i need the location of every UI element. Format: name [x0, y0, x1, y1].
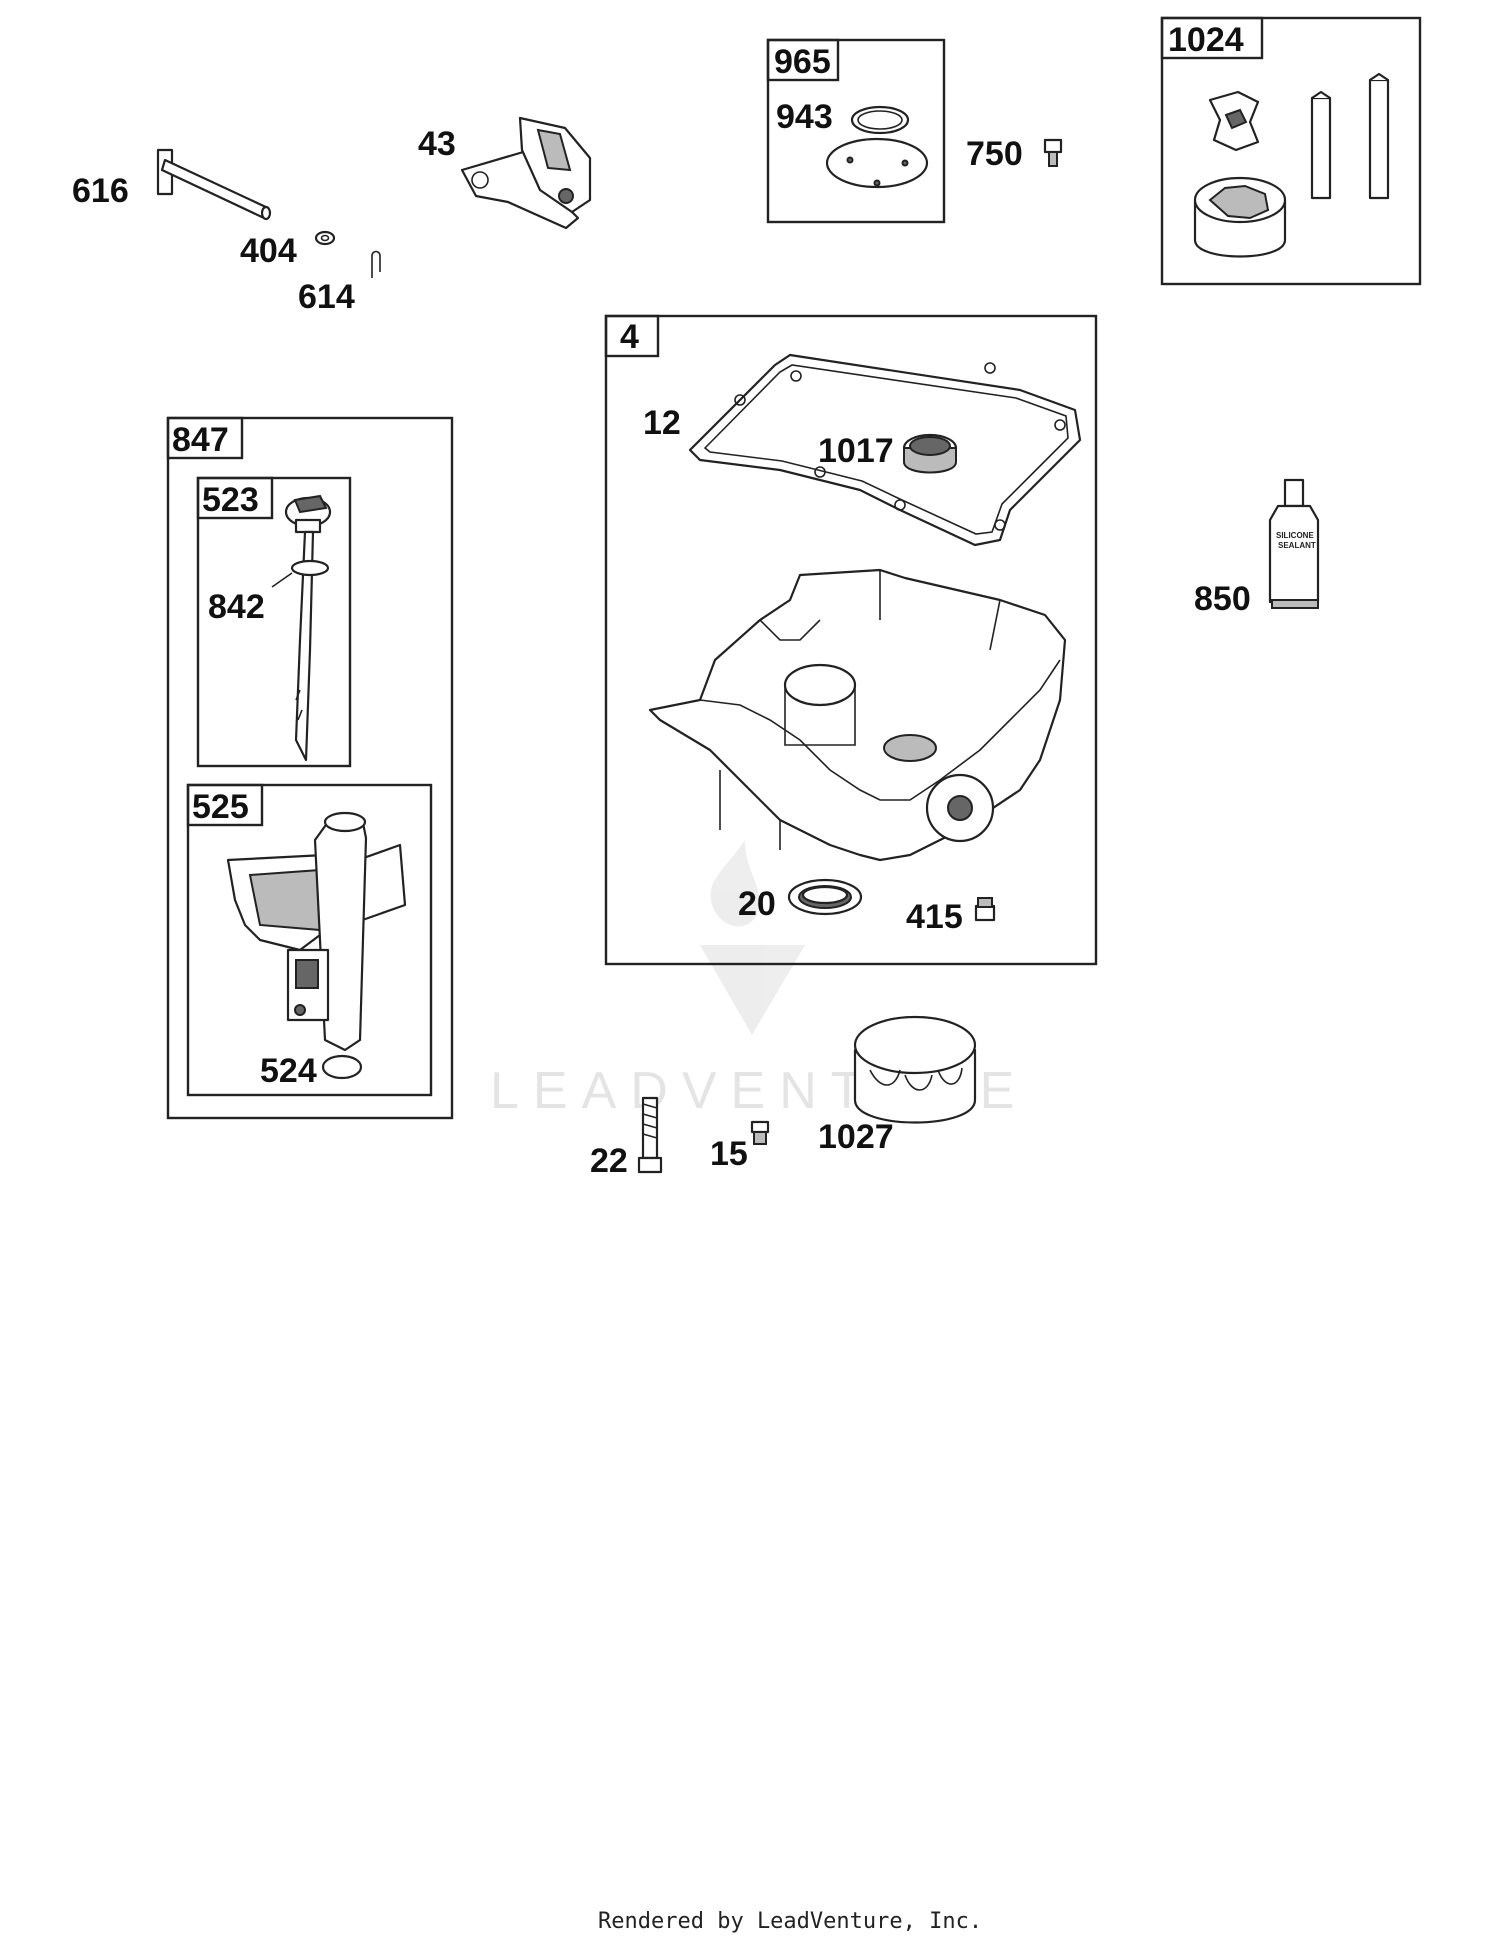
part-20-oil-seal[interactable] — [787, 878, 863, 916]
part-sump-body[interactable] — [648, 568, 1067, 862]
box-4-label: 4 — [620, 318, 639, 356]
part-15-plug[interactable] — [750, 1120, 770, 1145]
box-847-label: 847 — [172, 421, 229, 459]
callout-614: 614 — [298, 278, 355, 316]
callout-524: 524 — [260, 1052, 317, 1090]
part-404-washer[interactable] — [314, 230, 336, 246]
part-614-hairpin[interactable] — [371, 250, 381, 279]
box-965-label: 965 — [774, 43, 831, 81]
callout-1017: 1017 — [818, 432, 894, 470]
callout-842: 842 — [208, 588, 265, 626]
part-12-sump-gasket[interactable] — [688, 353, 1082, 547]
footer-credit: Rendered by LeadVenture, Inc. — [598, 1909, 982, 1934]
tube-text-line-2: SEALANT — [1278, 541, 1316, 550]
callout-404: 404 — [240, 232, 297, 270]
callout-415: 415 — [906, 898, 963, 936]
part-43-governor-bracket[interactable] — [460, 116, 592, 230]
box-525: 525 — [186, 783, 433, 1097]
callout-943: 943 — [776, 98, 833, 136]
box-1024-label: 1024 — [1168, 21, 1244, 59]
part-1017-screen[interactable] — [902, 433, 958, 474]
box-847: 847 — [166, 416, 454, 1120]
part-oil-pump-rotor-inner[interactable] — [1208, 90, 1260, 152]
callout-12: 12 — [643, 404, 681, 442]
part-oil-fill-tube[interactable] — [226, 811, 407, 1052]
callout-616: 616 — [72, 172, 129, 210]
callout-850: 850 — [1194, 580, 1251, 618]
part-22-bolt[interactable] — [637, 1096, 663, 1174]
part-cover-plate[interactable] — [825, 137, 929, 189]
part-943-gasket[interactable] — [850, 105, 910, 135]
part-850-sealant-tube[interactable]: SILICONE SEALANT — [1268, 478, 1320, 609]
box-523-label: 523 — [202, 481, 259, 519]
part-pump-pin-long[interactable] — [1368, 72, 1390, 200]
callout-43: 43 — [418, 125, 456, 163]
box-4: 4 — [604, 314, 1098, 966]
box-965: 965 — [766, 38, 946, 224]
callout-750: 750 — [966, 135, 1023, 173]
part-750-screw[interactable] — [1043, 138, 1063, 167]
part-1027-oil-filter[interactable] — [853, 1015, 977, 1124]
box-523: 523 — [196, 476, 352, 768]
part-415-plug[interactable] — [974, 897, 996, 922]
tube-text-line-1: SILICONE — [1276, 531, 1314, 540]
callout-15: 15 — [710, 1135, 748, 1173]
part-dipstick[interactable] — [284, 494, 332, 762]
box-525-label: 525 — [192, 788, 249, 826]
part-524-o-ring[interactable] — [321, 1054, 363, 1080]
part-oil-pump-rotor-outer[interactable] — [1193, 176, 1287, 258]
callout-1027: 1027 — [818, 1118, 894, 1156]
box-1024: 1024 — [1160, 16, 1422, 286]
part-616-lever-rod[interactable] — [156, 148, 272, 221]
callout-20: 20 — [738, 885, 776, 923]
part-pump-pin-short[interactable] — [1310, 90, 1332, 200]
callout-22: 22 — [590, 1142, 628, 1180]
part-842-o-ring[interactable] — [271, 559, 330, 588]
